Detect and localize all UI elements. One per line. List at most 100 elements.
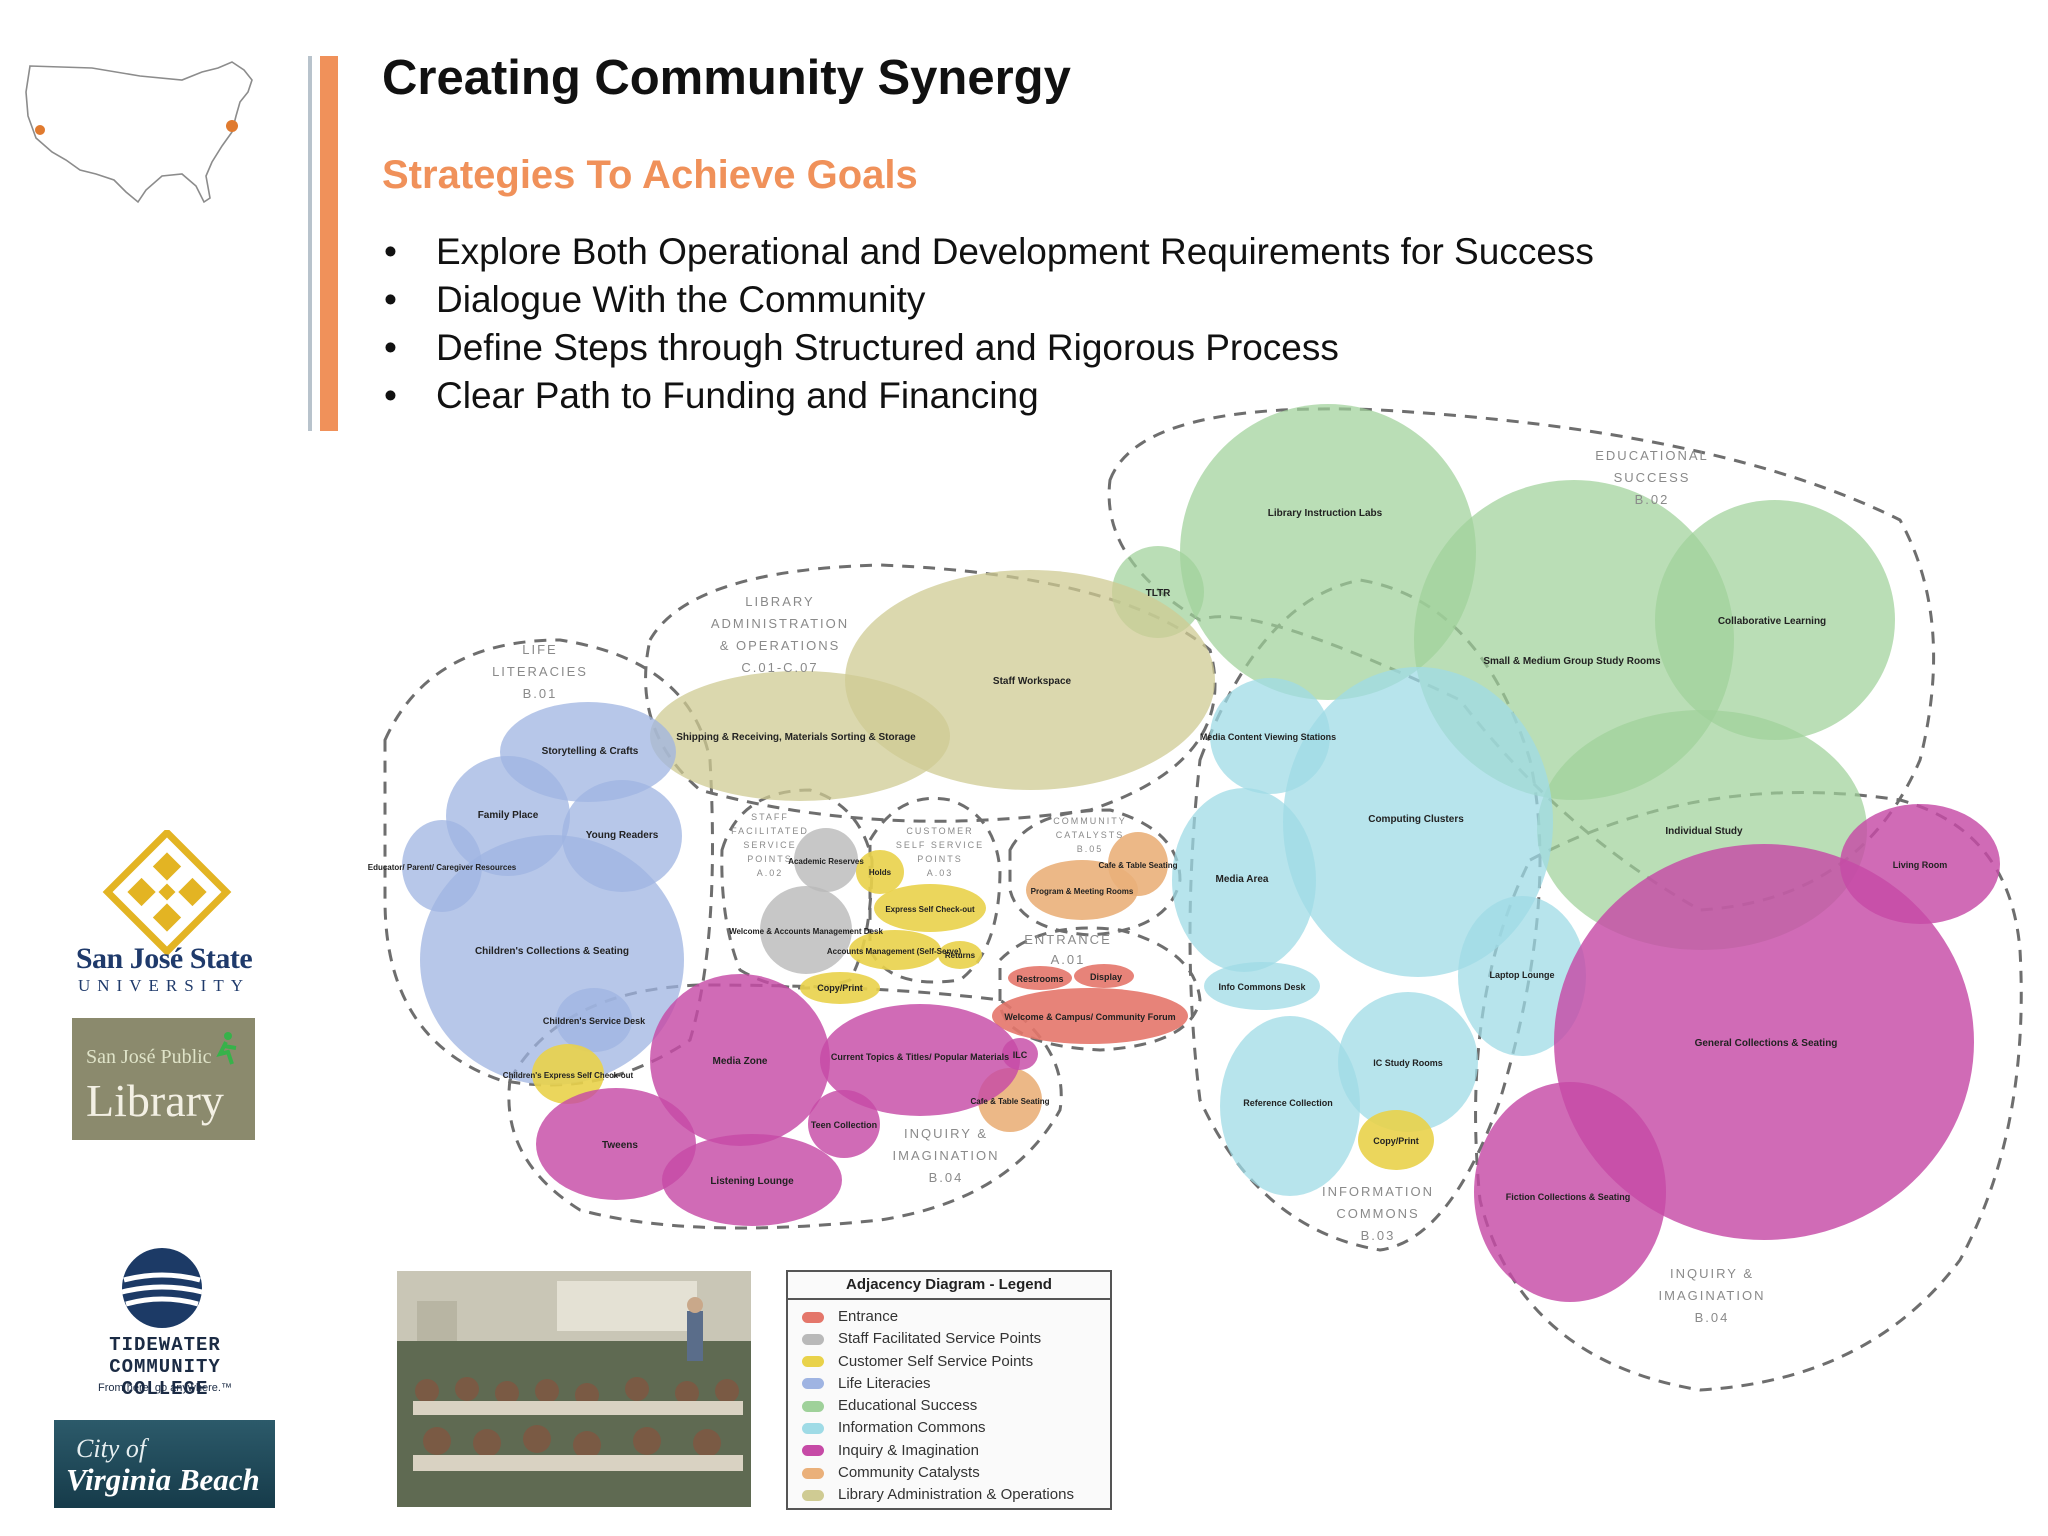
label-listening-lounge: Listening Lounge <box>710 1176 794 1187</box>
tweens-circle <box>536 1088 696 1200</box>
legend-swatch <box>802 1311 824 1323</box>
educational-success-group <box>1112 404 1895 950</box>
ic-study-rooms-circle <box>1338 992 1478 1132</box>
legend-item: Life Literacies <box>802 1373 1074 1395</box>
program-meeting-circle <box>1026 860 1138 920</box>
legend-item: Staff Facilitated Service Points <box>802 1328 1074 1350</box>
label-cafe-top: Cafe & Table Seating <box>1099 861 1178 870</box>
label-computing-clusters: Computing Clusters <box>1368 814 1464 825</box>
entrance-group <box>992 964 1188 1044</box>
accent-bar-grey <box>308 56 312 431</box>
sjsu-subtitle: UNIVERSITY <box>78 976 250 995</box>
zone-outline-entrance <box>998 926 1202 1052</box>
sjsu-name: San José State <box>75 942 253 975</box>
info-commons-desk-circle <box>1204 962 1320 1010</box>
zone-outline-info <box>1188 578 1542 1252</box>
computing-clusters-circle <box>1283 667 1553 977</box>
sjpl-top-text: San José Public <box>86 1046 212 1068</box>
page-subtitle: Strategies To Achieve Goals <box>382 153 918 197</box>
zone-outline-customer <box>868 796 1002 984</box>
express-checkout-circle <box>874 884 986 932</box>
label-fiction-collections: Fiction Collections & Seating <box>1506 1192 1631 1202</box>
media-content-circle <box>1210 678 1330 794</box>
tcc-name-line1: TIDEWATER <box>109 1334 221 1356</box>
label-individual-study: Individual Study <box>1665 826 1743 837</box>
sjpl-main-text: Library <box>86 1075 224 1126</box>
ilc-circle <box>1002 1038 1038 1070</box>
label-laptop-lounge: Laptop Lounge <box>1490 970 1555 980</box>
label-program-meeting: Program & Meeting Rooms <box>1031 887 1134 896</box>
legend-swatch <box>802 1356 824 1368</box>
node-labels: Library Instruction Labs TLTR Small & Me… <box>368 508 1948 1202</box>
legend-swatch <box>802 1333 824 1345</box>
label-family-place: Family Place <box>478 810 539 821</box>
west-location-dot <box>35 125 45 135</box>
fiction-collections-circle <box>1474 1082 1666 1302</box>
shipping-receiving-circle <box>650 671 950 801</box>
legend-label: Inquiry & Imagination <box>838 1441 979 1459</box>
tidewater-globe-icon <box>121 1248 203 1328</box>
label-general-collections: General Collections & Seating <box>1695 1038 1838 1049</box>
label-media-area: Media Area <box>1216 874 1269 885</box>
strategy-item: Clear Path to Funding and Financing <box>382 372 1594 420</box>
copy-print-right-circle <box>1358 1110 1434 1170</box>
label-small-medium-group: Small & Medium Group Study Rooms <box>1483 656 1661 667</box>
runner-icon <box>216 1032 237 1065</box>
vb-city-text: City of <box>76 1434 147 1463</box>
laptop-lounge-circle <box>1458 896 1586 1056</box>
label-copy-print-right: Copy/Print <box>1373 1136 1419 1146</box>
returns-circle <box>938 941 982 969</box>
legend-label: Library Administration & Operations <box>838 1486 1074 1504</box>
label-storytelling: Storytelling & Crafts <box>542 746 639 757</box>
general-collections-circle <box>1554 844 1974 1240</box>
legend-swatch <box>802 1423 824 1435</box>
strategy-list: Explore Both Operational and Development… <box>382 228 1594 420</box>
label-childrens-collections: Children's Collections & Seating <box>475 946 629 957</box>
copy-print-left-circle <box>800 972 880 1004</box>
accent-bar-orange <box>320 56 338 431</box>
legend-label: Staff Facilitated Service Points <box>838 1330 1042 1348</box>
life-literacies-group <box>402 702 684 1085</box>
collaborative-learning-circle <box>1655 500 1895 740</box>
welcome-accounts-circle <box>760 886 852 974</box>
legend-swatch <box>802 1467 824 1479</box>
academic-reserves-circle <box>794 828 858 892</box>
sjsu-seal-logo <box>102 830 232 957</box>
restrooms-circle <box>1008 966 1072 990</box>
legend-item: Inquiry & Imagination <box>802 1440 1074 1462</box>
legend-item: Information Commons <box>802 1417 1074 1439</box>
legend-label: Information Commons <box>838 1419 986 1437</box>
legend-label: Educational Success <box>838 1397 978 1415</box>
zone-outline-inquiry-left <box>507 983 1063 1230</box>
label-tltr: TLTR <box>1146 588 1172 599</box>
label-media-zone: Media Zone <box>712 1056 767 1067</box>
label-educator-parent: Educator/ Parent/ Caregiver Resources <box>368 863 517 872</box>
zone-outline-staff <box>720 788 874 990</box>
label-childrens-express: Children's Express Self Check-out <box>503 1071 634 1080</box>
label-ic-study-rooms: IC Study Rooms <box>1373 1058 1443 1068</box>
zone-outline-life <box>383 638 714 1087</box>
label-living-room: Living Room <box>1893 860 1948 870</box>
legend-item: Educational Success <box>802 1395 1074 1417</box>
media-zone-circle <box>650 974 830 1146</box>
legend-label: Customer Self Service Points <box>838 1352 1034 1370</box>
strategy-item: Define Steps through Structured and Rigo… <box>382 324 1594 372</box>
customer-self-service-group <box>532 850 1434 1170</box>
label-shipping-receiving: Shipping & Receiving, Materials Sorting … <box>676 732 916 743</box>
inquiry-imagination-group <box>536 804 2000 1302</box>
legend-swatch <box>802 1445 824 1457</box>
label-staff-workspace: Staff Workspace <box>993 676 1072 687</box>
legend-item: Entrance <box>802 1306 1074 1328</box>
legend-swatch <box>802 1378 824 1390</box>
label-teen-collection: Teen Collection <box>811 1120 877 1130</box>
childrens-service-desk-circle <box>556 988 632 1052</box>
childrens-express-circle <box>532 1044 604 1104</box>
label-cafe-bottom: Cafe & Table Seating <box>971 1097 1050 1106</box>
